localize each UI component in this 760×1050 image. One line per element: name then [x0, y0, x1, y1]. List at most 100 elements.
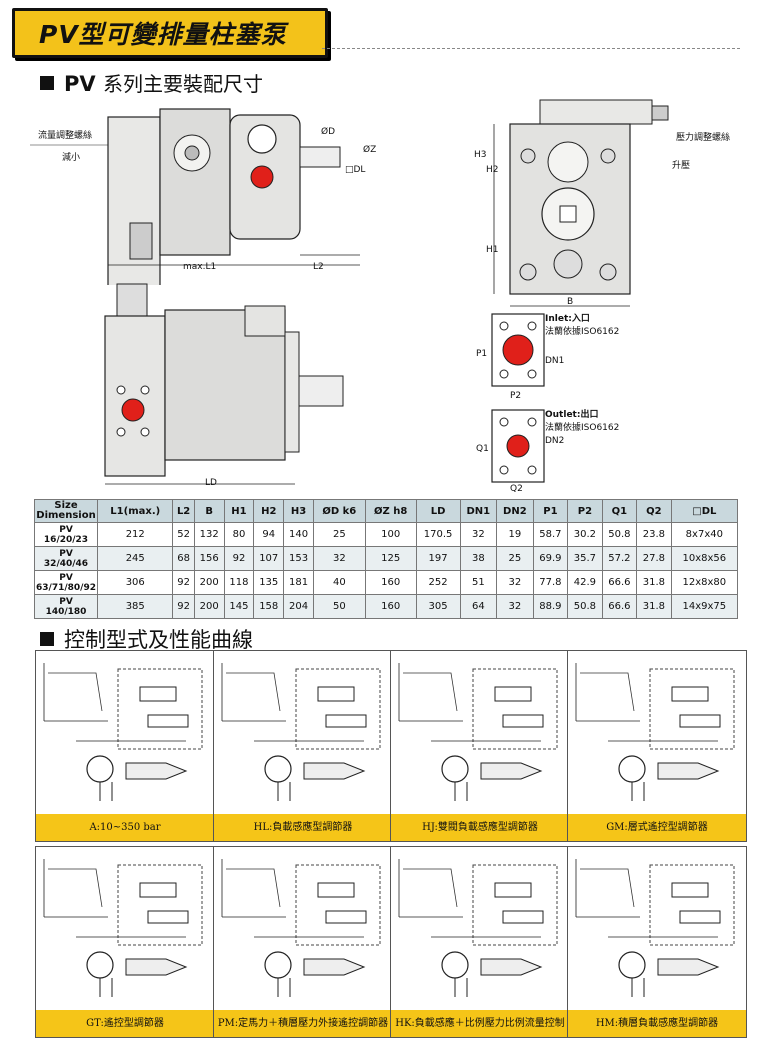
table-cell: 306 [96, 570, 174, 595]
dl-label: □DL [345, 165, 366, 175]
table-cell: 170.5 [415, 522, 461, 547]
table-cell: 132 [193, 522, 225, 547]
control-schematic [398, 663, 558, 801]
table-cell: 32 [496, 570, 534, 595]
dimension-table: Size Dimension L1(max.) L2 B H1 H2 H3 ØD… [34, 499, 739, 619]
table-cell: 160 [364, 570, 417, 595]
section-heading-text: 控制型式及性能曲線 [64, 628, 253, 652]
panel-caption: GT:遙控型調節器 [36, 1010, 214, 1037]
table-cell: 8x7x40 [670, 522, 739, 547]
table-cell: 181 [283, 570, 314, 595]
table-cell: 385 [96, 594, 174, 619]
table-row-size: PV 16/20/23 [34, 522, 98, 547]
control-panel: HM:積層負載感應型調節器 [567, 846, 747, 1038]
table-cell: 305 [415, 594, 461, 619]
th-od: ØD k6 [312, 499, 366, 523]
table-cell: 25 [496, 546, 534, 571]
section-bullet [40, 632, 54, 646]
control-panel: PM:定馬力＋積層壓力外接遙控調節器 [213, 846, 393, 1038]
table-cell: 50 [312, 594, 366, 619]
table-header-row: Size Dimension L1(max.) L2 B H1 H2 H3 ØD… [34, 499, 739, 523]
section-heading-text: 系列主要裝配尺寸 [102, 72, 263, 96]
table-cell: 27.8 [636, 546, 672, 571]
page-title: PV型可變排量柱塞泵 [39, 20, 287, 49]
panel-caption: PM:定馬力＋積層壓力外接遙控調節器 [214, 1010, 392, 1037]
inlet-flange [491, 313, 545, 387]
table-cell: 30.2 [567, 522, 603, 547]
table-cell: 153 [283, 546, 314, 571]
table-cell: 92 [223, 546, 255, 571]
th-dl: □DL [670, 499, 739, 523]
control-panel: GM:層式遙控型調節器 [567, 650, 747, 842]
table-cell: 42.9 [567, 570, 603, 595]
table-cell: 107 [253, 546, 285, 571]
table-cell: 158 [253, 594, 285, 619]
table-cell: 23.8 [636, 522, 672, 547]
table-cell: 32 [312, 546, 366, 571]
table-cell: 135 [253, 570, 285, 595]
table-cell: 14x9x75 [670, 594, 739, 619]
table-cell: 204 [283, 594, 314, 619]
table-cell: 200 [193, 570, 225, 595]
table-row-size: PV 32/40/46 [34, 546, 98, 571]
table-cell: 40 [312, 570, 366, 595]
control-panel: HJ:雙閥負載感應型調節器 [390, 650, 570, 842]
th-size: Size Dimension [34, 499, 98, 523]
table-cell: 10x8x56 [670, 546, 739, 571]
table-cell: 200 [193, 594, 225, 619]
inlet-standard: 法蘭依據ISO6162 [545, 327, 620, 337]
control-panel: HK:負載感應＋比例壓力比例流量控制 [390, 846, 570, 1038]
b-label: B [567, 297, 574, 307]
control-schematic [221, 859, 381, 997]
table-row-size: PV 63/71/80/92 [34, 570, 98, 595]
pressure-screw-label: 壓力調整螺絲 [676, 133, 731, 143]
th-p1: P1 [532, 499, 569, 523]
outlet-flange [491, 409, 545, 483]
l2-label: L2 [313, 262, 324, 272]
outlet-label: Outlet:出口 [545, 410, 599, 420]
table-cell: 92 [172, 594, 195, 619]
table-cell: 51 [459, 570, 498, 595]
title-rule [322, 48, 740, 50]
inlet-label: Inlet:入口 [545, 314, 590, 324]
oz-label: ØZ [363, 145, 377, 155]
table-cell: 32 [459, 522, 498, 547]
table-cell: 52 [172, 522, 195, 547]
panel-caption: GM:層式遙控型調節器 [568, 814, 746, 841]
th-dn2: DN2 [496, 499, 534, 523]
table-cell: 66.6 [601, 594, 638, 619]
table-cell: 140 [283, 522, 314, 547]
panel-caption: HK:負載感應＋比例壓力比例流量控制 [391, 1010, 569, 1037]
table-cell: 19 [496, 522, 534, 547]
q1-label: Q1 [476, 444, 489, 454]
table-cell: 145 [223, 594, 255, 619]
table-cell: 64 [459, 594, 498, 619]
ld-label: LD [205, 478, 217, 488]
table-cell: 252 [415, 570, 461, 595]
table-cell: 92 [172, 570, 195, 595]
section-prefix: PV [64, 72, 96, 96]
table-cell: 245 [96, 546, 174, 571]
control-schematic [575, 859, 735, 997]
table-cell: 156 [193, 546, 225, 571]
maxl1-label: max.L1 [183, 262, 217, 272]
table-cell: 125 [364, 546, 417, 571]
th-l2: L2 [172, 499, 195, 523]
p1-label: P1 [476, 349, 488, 359]
panel-caption: HL:負載感應型調節器 [214, 814, 392, 841]
table-cell: 68 [172, 546, 195, 571]
panel-caption: HM:積層負載感應型調節器 [568, 1010, 746, 1037]
table-cell: 88.9 [532, 594, 569, 619]
table-cell: 31.8 [636, 570, 672, 595]
control-schematic [43, 663, 203, 801]
dn1-label: DN1 [545, 356, 565, 366]
section-bullet [40, 76, 54, 90]
od-label: ØD [321, 127, 336, 137]
panel-caption: A:10~350 bar [36, 814, 214, 841]
table-cell: 77.8 [532, 570, 569, 595]
table-cell: 32 [496, 594, 534, 619]
th-q2: Q2 [636, 499, 672, 523]
